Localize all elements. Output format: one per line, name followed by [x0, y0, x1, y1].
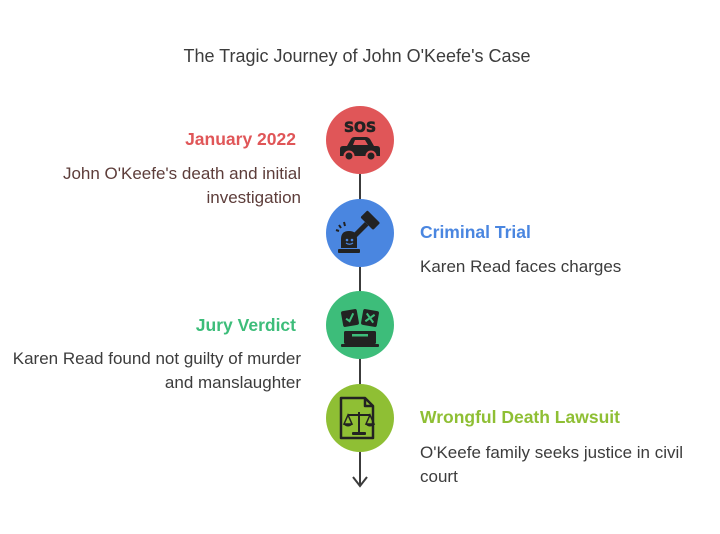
event-3-description: Karen Read found not guilty of murder an… [12, 349, 301, 392]
event-1-node: SOS [326, 106, 394, 174]
event-4-description: O'Keefe family seeks justice in civil co… [420, 443, 684, 486]
svg-text:SOS: SOS [344, 120, 376, 136]
event-3-node [326, 291, 394, 359]
legal-document-scales-icon [339, 396, 376, 440]
event-3-heading: Jury Verdict [195, 315, 296, 335]
sos-car-icon: SOS [340, 120, 380, 162]
ballot-box-icon [341, 309, 379, 347]
event-1-heading: January 2022 [185, 129, 296, 149]
event-2-heading: Criminal Trial [420, 222, 531, 242]
event-2-node [326, 199, 394, 267]
event-2-description: Karen Read faces charges [420, 257, 622, 276]
event-1-description: John O'Keefe's death and initial investi… [62, 164, 301, 207]
event-4-heading: Wrongful Death Lawsuit [420, 407, 620, 427]
timeline-arrow-icon [352, 476, 368, 488]
timeline-connector [359, 452, 361, 486]
timeline-connector [359, 172, 361, 200]
gavel-icon [335, 210, 380, 253]
timeline-connector [359, 358, 361, 386]
diagram-title: The Tragic Journey of John O'Keefe's Cas… [183, 46, 531, 66]
event-4-node [326, 384, 394, 452]
timeline-connector [359, 266, 361, 294]
